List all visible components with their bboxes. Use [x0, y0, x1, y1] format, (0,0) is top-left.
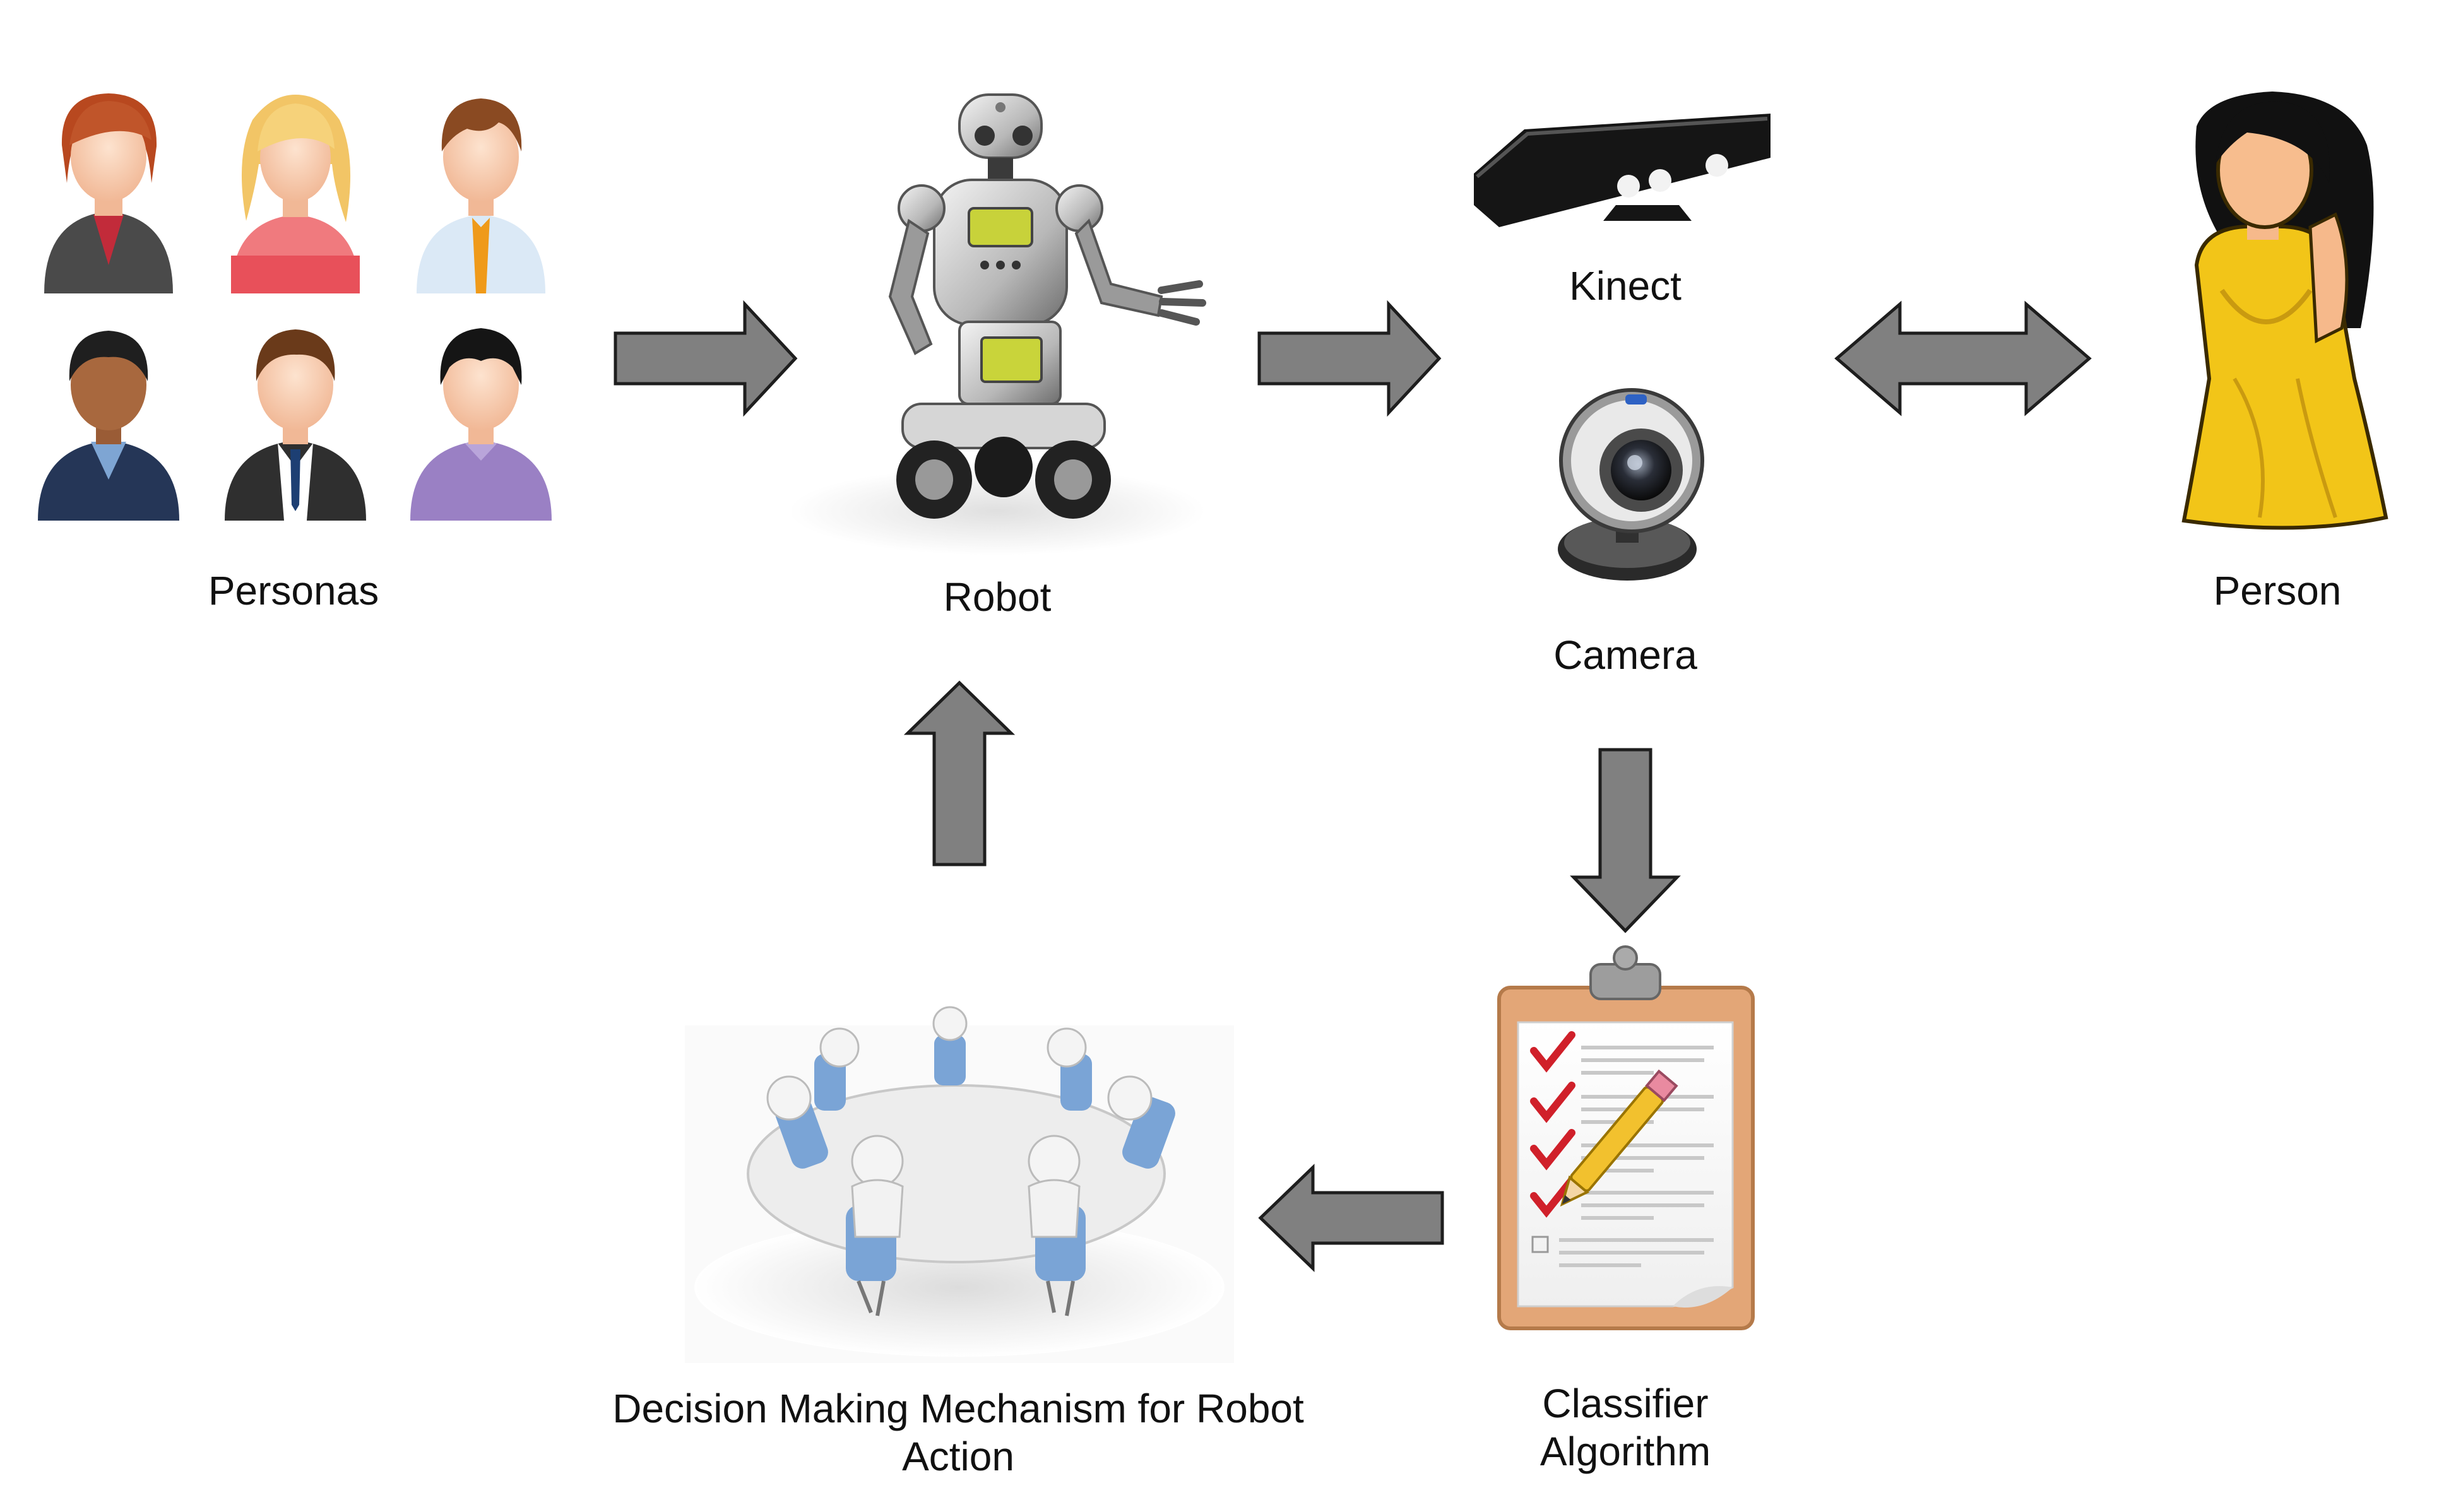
- persona-blonde-woman-icon: [231, 95, 360, 293]
- persona-woman-suit-icon: [44, 93, 173, 293]
- person-label: Person: [2214, 568, 2342, 613]
- arrow-classifier-to-decision: [1258, 1164, 1444, 1272]
- robot-label: Robot: [944, 574, 1052, 620]
- meeting-table-icon: [685, 1006, 1234, 1363]
- decision-label-line2: Action: [902, 1434, 1014, 1479]
- pencil-icon: [1560, 1069, 1678, 1207]
- arrow-camera-to-classifier: [1570, 748, 1681, 933]
- checkmarks: [1530, 1031, 1575, 1253]
- camera-label: Camera: [1553, 632, 1697, 678]
- persona-dark-man-sweater-icon: [38, 331, 179, 521]
- arrow-robot-to-sensors: [1257, 300, 1442, 417]
- personas-group: [38, 93, 552, 521]
- personas-label: Personas: [208, 568, 379, 613]
- arrow-sensors-person-bidirectional: [1834, 300, 2092, 416]
- persona-man-suit-icon: [225, 329, 366, 521]
- kinect-label: Kinect: [1569, 263, 1682, 309]
- kinect-sensor-icon: [1474, 114, 1771, 227]
- clipboard-checklist-icon: [1497, 945, 1755, 1330]
- woman-yellow-dress-icon: [2181, 92, 2388, 530]
- webcam-icon: [1558, 388, 1704, 581]
- classifier-label-line2: Algorithm: [1540, 1429, 1711, 1474]
- decision-label-line1: Decision Making Mechanism for Robot: [612, 1386, 1304, 1431]
- arrow-decision-to-robot: [903, 680, 1016, 866]
- classifier-label-line1: Classifier: [1542, 1381, 1708, 1426]
- persona-man-purple-shirt-icon: [410, 328, 552, 521]
- robot-icon: [789, 93, 1206, 555]
- persona-man-orange-tie-icon: [417, 98, 545, 293]
- arrow-personas-to-robot: [614, 300, 798, 417]
